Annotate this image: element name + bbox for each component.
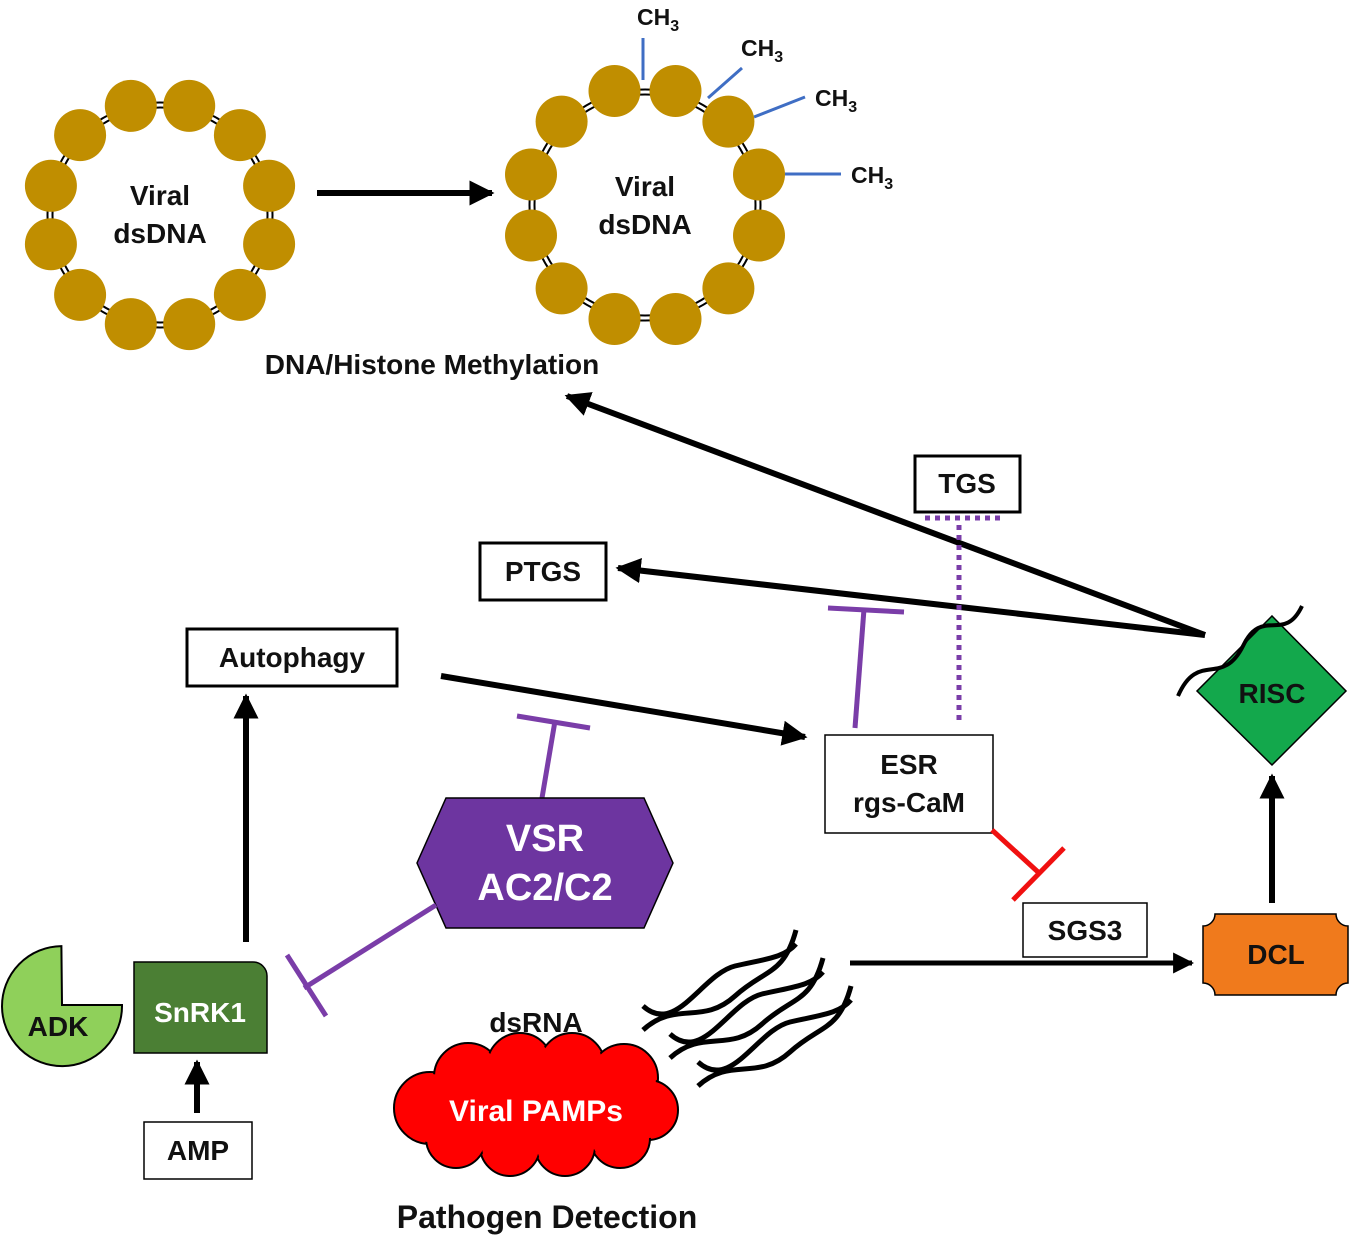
nucleosome-bead [505,209,557,262]
adk-label: ADK [28,1011,89,1042]
esr-inhibits-sgs3-bar [1011,846,1066,902]
risc-to-methylation-arrow [564,392,1207,638]
nucleosome-bead [24,218,77,271]
viral-dsdna-label-line2: dsDNA [598,209,691,240]
nucleosome-bead [24,159,77,212]
adk-enzyme: ADK [1,945,124,1068]
dcl-enzyme: DCL [1202,913,1349,996]
methyl-group-label: CH3 [851,162,893,193]
nucleosome-bead [649,65,702,117]
pathogen-detection-caption: Pathogen Detection [397,1199,697,1235]
amp-box: AMP [143,1121,253,1180]
methyl-group-label: CH3 [741,35,783,66]
snrk1-kinase: SnRK1 [133,961,268,1054]
esr-box: ESR rgs-CaM [824,734,994,834]
risc-label: RISC [1239,678,1306,709]
methylation-caption: DNA/Histone Methylation [265,349,599,380]
dsrna-helices [641,929,854,1088]
tgs-box: TGS [913,454,1022,514]
nucleosome-bead [733,148,785,201]
nucleosome-bead [702,262,755,315]
viral-dsdna-label-line1: Viral [130,180,190,211]
ptgs-box: PTGS [478,541,608,602]
nucleosome-bead [54,109,107,162]
autophagy-label: Autophagy [219,642,366,673]
vsr-inhibits-snrk1 [302,902,438,991]
esr-inhibits-sgs3 [990,828,1040,874]
nucleosome-bead [535,262,588,315]
esr-inhibits-ptgs-bar [827,605,905,615]
nucleosome-beads [505,65,785,345]
nucleosome-bead [733,209,785,262]
sgs3-label: SGS3 [1048,915,1123,946]
nucleosome-bead [243,218,296,271]
methyl-group-label: CH3 [815,85,857,116]
nucleosome-bead [649,293,702,345]
nucleosome-bead [163,298,216,351]
risc-complex: RISC [1176,605,1348,767]
vsr-inhibits-autophagy-bar [516,713,591,731]
esr-label-line2: rgs-CaM [853,787,965,818]
snrk1-label: SnRK1 [154,997,246,1028]
nucleosome-bead [535,95,588,148]
vsr-inhibits-snrk1-bar [284,953,329,1018]
ptgs-label: PTGS [505,556,581,587]
methyl-bond [707,66,743,100]
methyl-group-label: CH3 [637,4,679,35]
viral-pamps-label: Viral PAMPs [449,1095,623,1128]
nucleosome-bead [104,298,157,351]
nucleosome-bead [588,293,641,345]
autophagy-to-esr-arrow [440,673,808,746]
vsr-inhibits-autophagy [539,720,558,799]
nucleosome-bead [104,79,157,132]
vsr-hexagon: VSR AC2/C2 [416,797,674,929]
nucleosome-bead [702,95,755,148]
viral-dsdna-label-line2: dsDNA [113,218,206,249]
tgs-label: TGS [938,468,996,499]
nucleosome-bead [213,109,266,162]
dcl-label: DCL [1247,939,1305,970]
nucleosome-bead [54,268,107,321]
nucleosome-bead [243,159,296,212]
viral-dsdna-methylated: Viral dsDNA CH3 CH3 CH3 CH3 [505,4,893,345]
vsr-label-line1: VSR [506,818,584,860]
small-rna-strand [1176,605,1304,697]
autophagy-box: Autophagy [185,627,399,688]
esr-label-line1: ESR [880,749,938,780]
vsr-label-line2: AC2/C2 [477,867,612,909]
nucleosome-bead [213,268,266,321]
viral-dsdna-unmethylated: Viral dsDNA [24,79,296,351]
esr-inhibits-ptgs [852,608,867,729]
risc-to-ptgs-arrow [615,558,1206,638]
methyl-bond [753,95,806,119]
amp-label: AMP [167,1135,229,1166]
nucleosome-bead [163,79,216,132]
viral-dsdna-label-line1: Viral [615,171,675,202]
nucleosome-bead [505,148,557,201]
viral-pamps-cloud: Viral PAMPs [393,1032,679,1177]
nucleosome-bead [588,65,641,117]
sgs3-box: SGS3 [1022,902,1148,958]
nucleosome-beads [24,79,296,351]
